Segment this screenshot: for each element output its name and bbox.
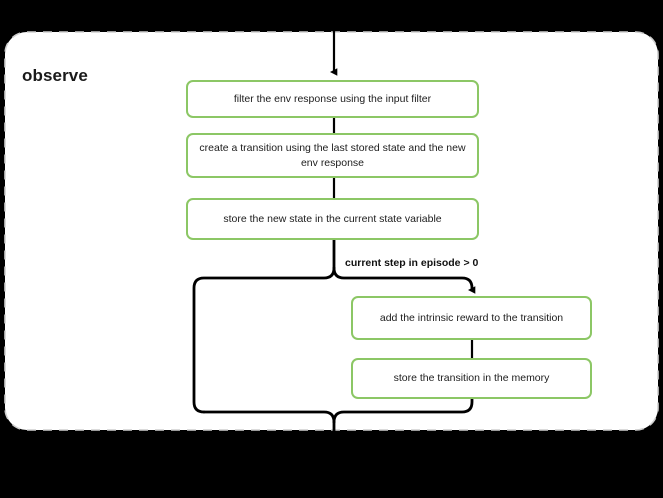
condition-split-connector	[192, 238, 476, 414]
node-store-new-state[interactable]: store the new state in the current state…	[186, 198, 479, 240]
node-label: store the transition in the memory	[393, 372, 550, 385]
merge-exit-connector	[202, 397, 474, 450]
node-label: filter the env response using the input …	[233, 92, 432, 105]
node-store-transition-memory[interactable]: store the transition in the memory	[351, 358, 592, 399]
node-label: add the intrinsic reward to the transiti…	[379, 311, 564, 324]
group-title: observe	[22, 66, 88, 85]
node-label: create a transition using the last store…	[199, 142, 466, 169]
edge-label-condition: current step in episode > 0	[345, 257, 479, 269]
node-add-intrinsic-reward[interactable]: add the intrinsic reward to the transiti…	[351, 296, 592, 340]
node-filter-env-response[interactable]: filter the env response using the input …	[186, 80, 479, 118]
node-create-transition[interactable]: create a transition using the last store…	[186, 133, 479, 178]
node-label: store the new state in the current state…	[223, 212, 442, 225]
